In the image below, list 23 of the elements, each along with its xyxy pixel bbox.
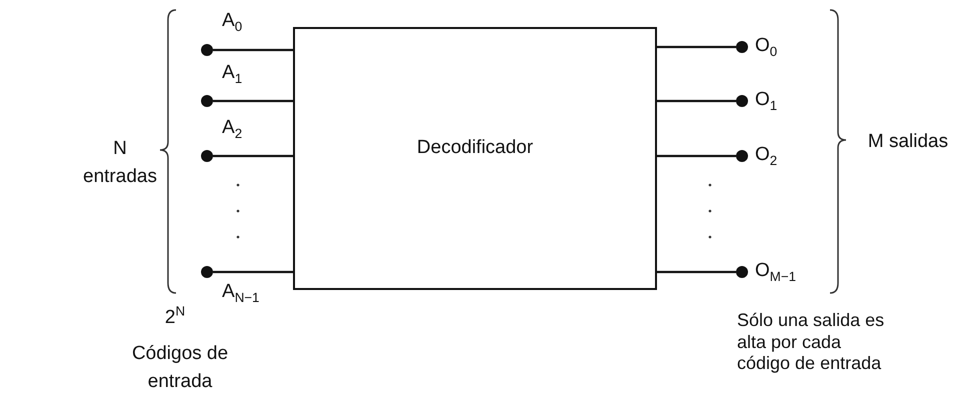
signal-label: A$_{N−1}$ xyxy=(222,281,260,303)
signal-line xyxy=(213,154,293,158)
signal-line xyxy=(657,100,736,102)
output-note: Sólo una salida es alta por cada código de entrada xyxy=(737,310,886,375)
signal-label: O$_{M−1}$ xyxy=(755,260,796,282)
decoder-block xyxy=(293,27,657,290)
output-count-label: M salidas xyxy=(866,130,950,154)
signal-label: A$_{2}$ xyxy=(222,117,242,139)
signal-label: O$_{1}$ xyxy=(755,89,778,111)
codes-caption: Códigos de entrada xyxy=(130,342,230,394)
signal-label: A$_{0}$ xyxy=(222,10,242,32)
signal-label: O$_{2}$ xyxy=(755,144,778,166)
signal-line xyxy=(657,46,736,48)
code-count-label: 2$^{N}$ xyxy=(164,304,186,330)
block-title: Decodificador xyxy=(416,137,534,159)
signal-line xyxy=(213,100,293,102)
input-count-label: N entradas xyxy=(82,137,158,189)
signal-label: A$_{1}$ xyxy=(222,62,242,84)
signal-label: O$_{0}$ xyxy=(755,35,778,57)
signal-line xyxy=(213,48,293,52)
signal-line xyxy=(657,270,736,274)
signal-line xyxy=(213,270,293,274)
signal-line xyxy=(657,154,736,158)
